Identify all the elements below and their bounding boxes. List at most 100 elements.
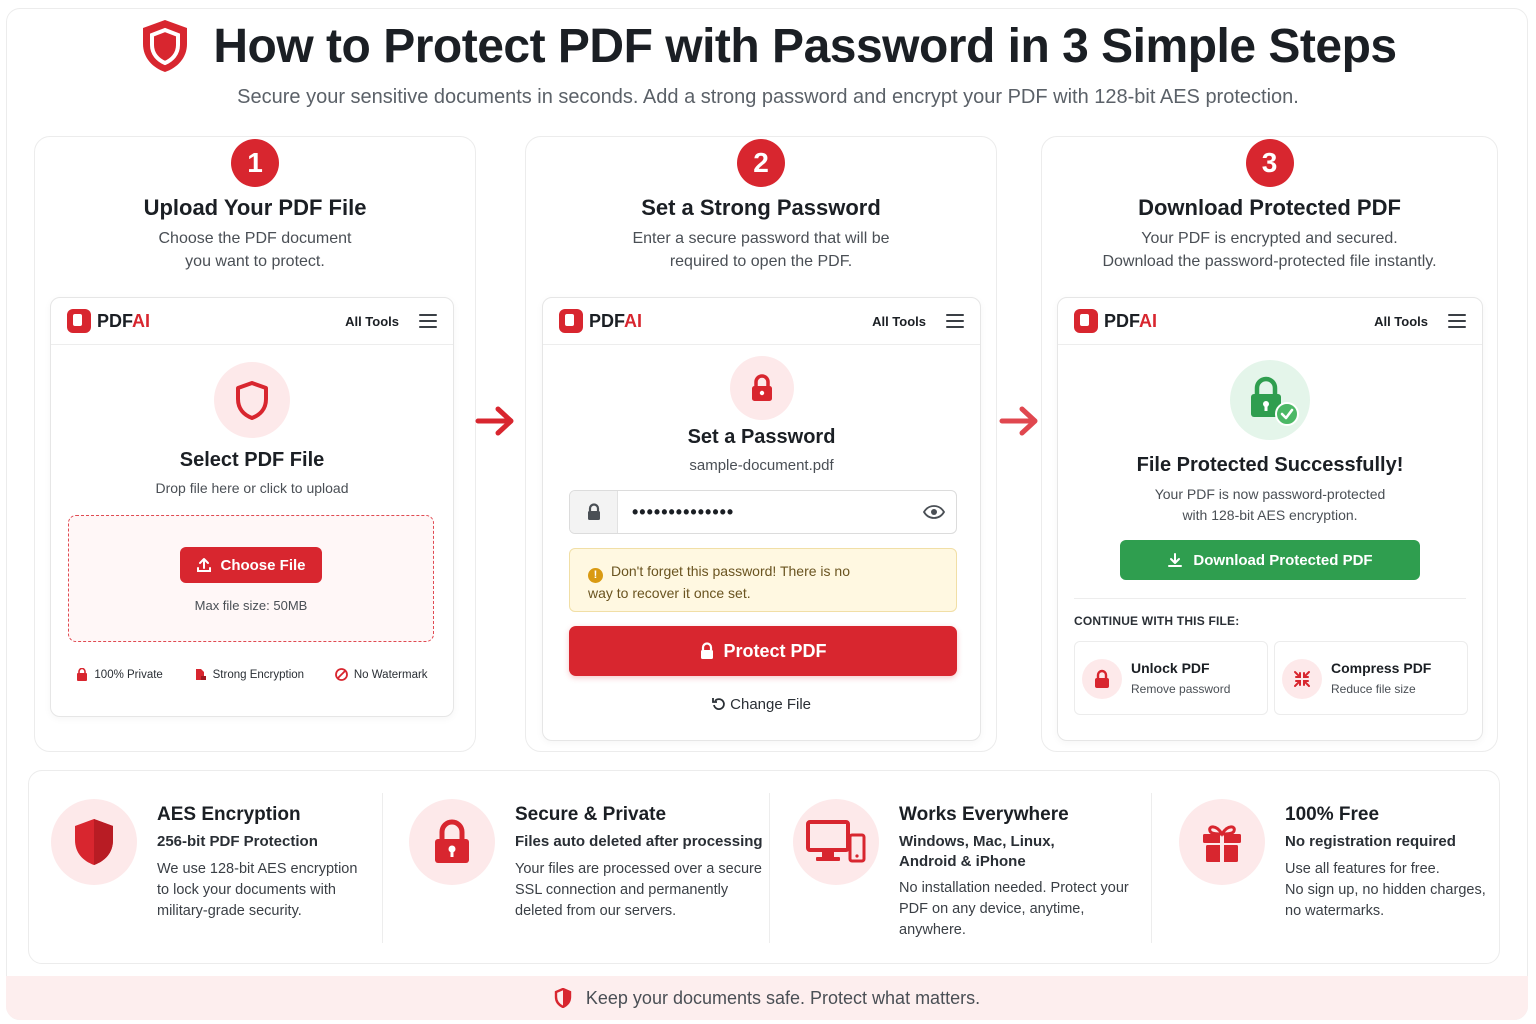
card-title: File Protected Successfully! [1136,454,1404,476]
all-tools-link[interactable]: All Tools [872,313,926,329]
hamburger-menu-icon[interactable] [419,314,437,328]
feature-subtitle: No registration required [1285,832,1456,852]
lock-icon [1095,669,1109,688]
option-title: Compress PDF [1331,660,1432,676]
choose-file-button[interactable]: Choose File [180,547,322,583]
feature-icon-badge [1179,799,1265,885]
feature-desc-line: deleted from our servers. [515,903,677,919]
pdf-logo-icon [67,309,91,333]
hero-title-row: How to Protect PDF with Password in 3 Si… [139,18,1397,74]
hamburger-menu-icon[interactable] [1448,314,1466,328]
pdf-logo-icon [1074,309,1098,333]
app-header: PDFAI All Tools [543,298,980,345]
feature-separator [1151,793,1152,943]
download-protected-pdf-button[interactable]: Download Protected PDF [1120,540,1420,580]
feature-subtitle-line: No registration required [1285,833,1456,850]
feature-works-everywhere: Works Everywhere Windows, Mac, Linux, An… [771,771,1151,963]
download-icon [1168,553,1183,567]
hamburger-menu-icon[interactable] [946,314,964,328]
pdfai-logo[interactable]: PDFAI [559,309,642,333]
app-mockup-download: PDFAI All Tools File Protected Successfu… [1057,297,1483,741]
step-number-badge: 3 [1245,139,1294,187]
arrow-right-icon [999,406,1038,436]
feature-separator [382,793,383,943]
unlock-pdf-option[interactable]: Unlock PDF Remove password [1074,641,1268,715]
feature-subtitle-line: Files auto deleted after processing [515,833,763,850]
feature-description: Your files are processed over a secure S… [515,859,762,922]
badge-private: 100% Private [76,668,163,681]
feature-desc-line: We use 128-bit AES encryption [157,861,358,877]
warning-text: Don't forget this password! There is no [611,563,850,579]
change-file-link[interactable]: Change File [543,696,980,713]
feature-subtitle: 256-bit PDF Protection [157,832,318,852]
lock-icon [587,503,600,520]
feature-subtitle-line: Windows, Mac, Linux, [899,833,1055,850]
lock-icon [701,642,714,659]
step-desc-line: required to open the PDF. [669,253,853,270]
feature-description: We use 128-bit AES encryption to lock yo… [157,859,357,922]
divider [1074,598,1466,599]
all-tools-link[interactable]: All Tools [1374,313,1428,329]
feature-icon-badge [793,799,879,885]
card-subtitle-line: with 128-bit AES encryption. [1182,507,1358,523]
file-dropzone[interactable]: Choose File Max file size: 50MB [68,515,434,642]
feature-desc-line: Use all features for free. [1285,861,1440,877]
feature-subtitle-line: Android & iPhone [899,853,1026,870]
password-input[interactable]: •••••••••••••• [632,501,735,522]
step-desc-line: Enter a secure password that will be [632,230,890,247]
feature-icon-badge [409,799,495,885]
success-lock-badge [1230,360,1310,440]
feature-desc-line: PDF on any device, anytime, [899,901,1085,917]
feature-title: Works Everywhere [899,804,1069,825]
devices-icon [806,820,866,863]
card-title: Select PDF File [179,449,325,471]
card-subtitle: Drop file here or click to upload [155,480,349,496]
shield-badge [214,362,290,438]
card-title: Set a Password [687,426,836,448]
step-desc-line: you want to protect. [185,253,325,270]
feature-desc-line: anywhere. [899,922,966,938]
step-title: Set a Strong Password [641,195,881,220]
max-file-size: Max file size: 50MB [194,598,308,613]
logo-accent: AI [1139,310,1158,331]
feature-description: Use all features for free. No sign up, n… [1285,859,1486,922]
gift-icon [1203,825,1241,862]
step-description: Your PDF is encrypted and secured. Downl… [1042,227,1497,273]
feature-title: Secure & Private [515,804,667,825]
app-header: PDFAI All Tools [51,298,453,345]
choose-file-label: Choose File [220,556,306,574]
password-field[interactable]: •••••••••••••• [569,490,957,534]
badge-no-watermark: No Watermark [334,668,428,681]
option-subtitle: Remove password [1131,682,1231,696]
pdfai-logo[interactable]: PDFAI [67,309,150,333]
feature-subtitle: Windows, Mac, Linux, Android & iPhone [899,832,1055,872]
badge-label: Strong Encryption [212,668,305,681]
file-lock-icon [195,669,206,680]
logo-text: PDF [97,310,133,331]
unlock-icon-badge [1082,659,1122,699]
step-number-badge: 1 [231,139,279,187]
feature-aes-encryption: AES Encryption 256-bit PDF Protection We… [29,771,383,963]
step-title: Download Protected PDF [1138,195,1401,220]
feature-subtitle: Files auto deleted after processing [515,832,763,852]
app-header: PDFAI All Tools [1058,298,1482,345]
all-tools-link[interactable]: All Tools [345,313,399,329]
feature-free: 100% Free No registration required Use a… [1157,771,1499,963]
card-subtitle-line: Your PDF is now password-protected [1154,486,1386,502]
pdfai-logo[interactable]: PDFAI [1074,309,1157,333]
show-password-toggle[interactable] [912,505,956,519]
arrow-right-icon [475,406,514,436]
step-description: Enter a secure password that will be req… [526,227,996,273]
no-watermark-icon [334,668,348,681]
feature-icon-badge [51,799,137,885]
lock-check-icon [1251,376,1299,426]
protect-pdf-button[interactable]: Protect PDF [569,626,957,676]
step-card-2: 2 Set a Strong Password Enter a secure p… [525,136,997,752]
feature-desc-line: No installation needed. Protect your [899,880,1129,896]
badge-encryption: Strong Encryption [194,668,304,681]
password-lock-icon-box [570,491,618,533]
compress-pdf-option[interactable]: Compress PDF Reduce file size [1274,641,1468,715]
lock-badge [729,356,794,420]
hero-header: How to Protect PDF with Password in 3 Si… [0,18,1536,79]
feature-desc-line: no watermarks. [1285,903,1385,919]
